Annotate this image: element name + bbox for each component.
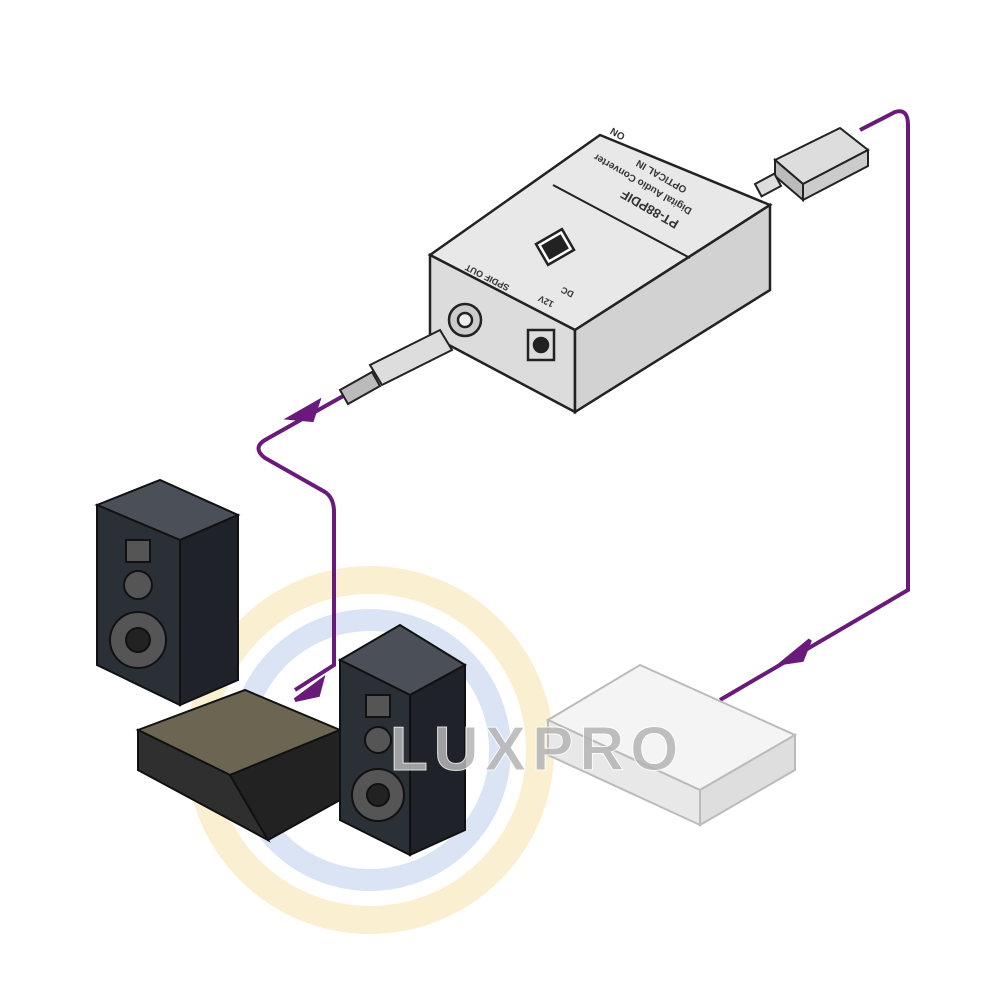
spdif-cable [256,393,346,702]
optical-plug [753,126,870,203]
optical-source-player [545,663,798,827]
speaker-left [94,478,241,707]
rca-plug [338,328,454,406]
speaker-right [337,623,467,857]
av-receiver [135,688,343,843]
converter-box [427,133,773,415]
watermark-text: LUXPRO [390,715,684,784]
optical-cable [718,109,910,702]
